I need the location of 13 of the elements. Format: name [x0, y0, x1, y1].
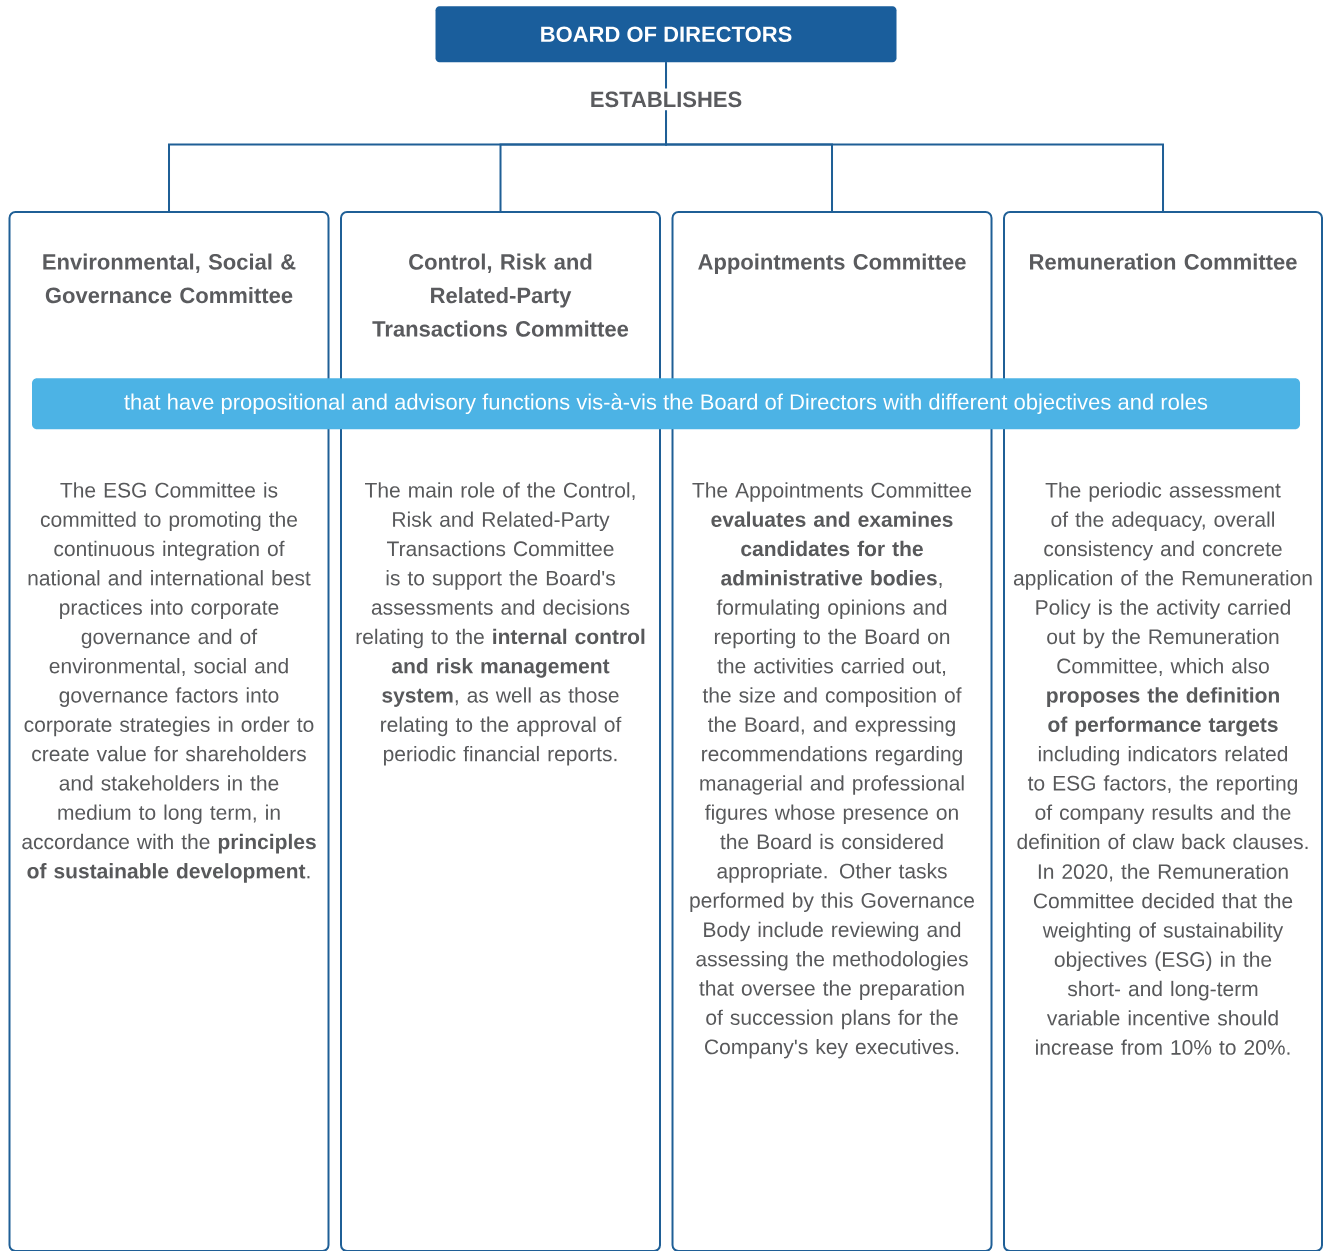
board-box: BOARD OF DIRECTORS	[435, 6, 897, 63]
committee-heading: Control, Risk and Related-Party Transactions Committee	[372, 253, 629, 337]
committee-heading: Environmental, Social & Governance Committee	[43, 253, 296, 304]
banner: that have propositional and advisory functions vis-à-vis the Board of Directors with different objectives and roles	[32, 378, 1300, 430]
description-text: The Appointments Committee evaluates and examines candidates for the administrative bodies, formulating opinions and reporting to the Board on the activities carried out, the size and composition of the Board, and expressing recommendations regarding managerial and professional figures whose presence on the Board is considered appropriate. Other tasks performed by this Governance Body include reviewing and assessing the methodologies that oversee the preparation of succession plans for the Company's key executives.	[690, 482, 974, 1059]
committee-heading: Remuneration Committee	[1030, 253, 1297, 270]
description-text: The ESG Committee is committed to promoting the continuous integration of national and international best practices into corporate governance and of environmental, social and governance factors into corporate strategies in order to create value for shareholders and stakeholders in the medium to long term, in accordance with the principles of sustainable development.	[22, 482, 316, 883]
edge-label: ESTABLISHES	[586, 88, 746, 111]
description-text: The periodic assessment of the adequacy, overall consistency and concrete application of the Remuneration Policy is the activity carried out by the Remuneration Committee, which also proposes the definition of performance targets including indicators related to ESG factors, the reporting of company results and the definition of claw back clauses.	[1013, 482, 1312, 850]
description-text: The main role of the Control, Risk and Related-Party Transactions Committee is to support the Board's assessments and decisions relating to the internal control and risk management system, as well as those relating to the approval of periodic financial reports.	[356, 482, 645, 766]
connector-line	[665, 61, 1164, 212]
description-text: In 2020, the Remuneration Committee decided that the weighting of sustainability objectives (ESG) in the short- and long-term variable incentive should increase from 10% to 20%.	[1033, 863, 1293, 1055]
committee-heading: Appointments Committee	[698, 253, 966, 275]
